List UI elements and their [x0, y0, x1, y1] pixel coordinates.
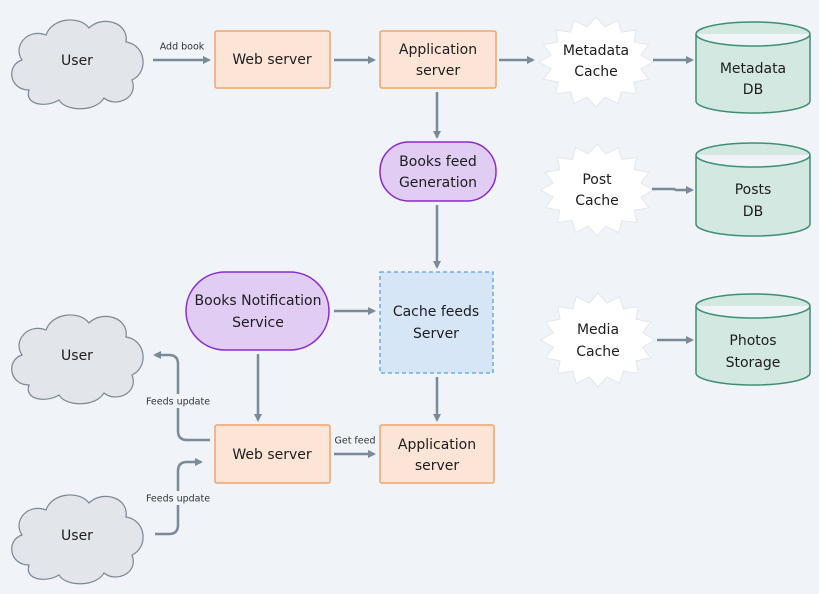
metadata-db[interactable]: Metadata DB	[695, 21, 811, 114]
cylinder-shape	[695, 293, 811, 386]
edge-label-get-feed: Get feed	[334, 436, 375, 447]
node-label-line: Cache	[575, 193, 619, 209]
edge-label-feeds-update-2: Feeds update	[146, 494, 210, 505]
books-feed-generation[interactable]: Books feed Generation	[379, 141, 497, 202]
node-label-line: Media	[577, 322, 619, 338]
user-label: User	[61, 53, 93, 69]
node-label-line: Metadata	[563, 43, 629, 59]
metadata-cache[interactable]: Metadata Cache	[537, 16, 655, 108]
application-server-1[interactable]: Application server	[379, 30, 497, 89]
starburst-shape	[540, 292, 656, 388]
node-label-line: server	[415, 458, 460, 474]
node-label-line: Service	[232, 315, 284, 331]
cylinder-shape	[695, 142, 811, 237]
books-notification-service[interactable]: Books Notification Service	[185, 271, 330, 351]
user-cloud-3[interactable]: User	[11, 494, 144, 585]
node-label-line: Application	[399, 42, 477, 58]
post-cache[interactable]: Post Cache	[540, 143, 654, 237]
cylinder-shape	[695, 21, 811, 114]
node-label-line: Metadata	[720, 61, 786, 77]
node-label-line: server	[416, 63, 461, 79]
web-server-2[interactable]: Web server	[214, 424, 331, 484]
arrow-post-cache-to-db	[652, 186, 694, 194]
web-server-label: Web server	[232, 447, 312, 463]
node-label-line: Books Notification	[195, 293, 322, 309]
application-server-2[interactable]: Application server	[379, 424, 495, 484]
node-label-line: Post	[582, 172, 612, 188]
user-cloud-2[interactable]: User	[11, 314, 144, 405]
photos-storage[interactable]: Photos Storage	[695, 293, 811, 386]
starburst-shape	[540, 143, 654, 237]
node-label-line: Cache	[574, 64, 618, 80]
node-label-line: DB	[743, 204, 763, 220]
node-label-line: Server	[413, 326, 459, 342]
node-label-line: DB	[743, 82, 763, 98]
node-label-line: Cache feeds	[393, 304, 479, 320]
node-label-line: Books feed	[399, 154, 477, 170]
node-label-line: Generation	[399, 175, 477, 191]
node-label-line: Photos	[729, 333, 776, 349]
node-label-line: Cache	[576, 344, 620, 360]
edge-label-feeds-update-1: Feeds update	[146, 397, 210, 408]
starburst-shape	[537, 16, 655, 108]
edge-label-add-book: Add book	[160, 42, 205, 53]
node-label-line: Application	[398, 437, 476, 453]
node-label-line: Storage	[726, 355, 781, 371]
user-cloud-1[interactable]: User	[11, 19, 144, 110]
user-label: User	[61, 348, 93, 364]
cache-feeds-server[interactable]: Cache feeds Server	[379, 271, 494, 374]
web-server-1[interactable]: Web server	[214, 30, 331, 89]
node-label-line: Posts	[735, 182, 772, 198]
user-label: User	[61, 528, 93, 544]
media-cache[interactable]: Media Cache	[540, 292, 656, 388]
posts-db[interactable]: Posts DB	[695, 142, 811, 237]
web-server-label: Web server	[232, 52, 312, 68]
